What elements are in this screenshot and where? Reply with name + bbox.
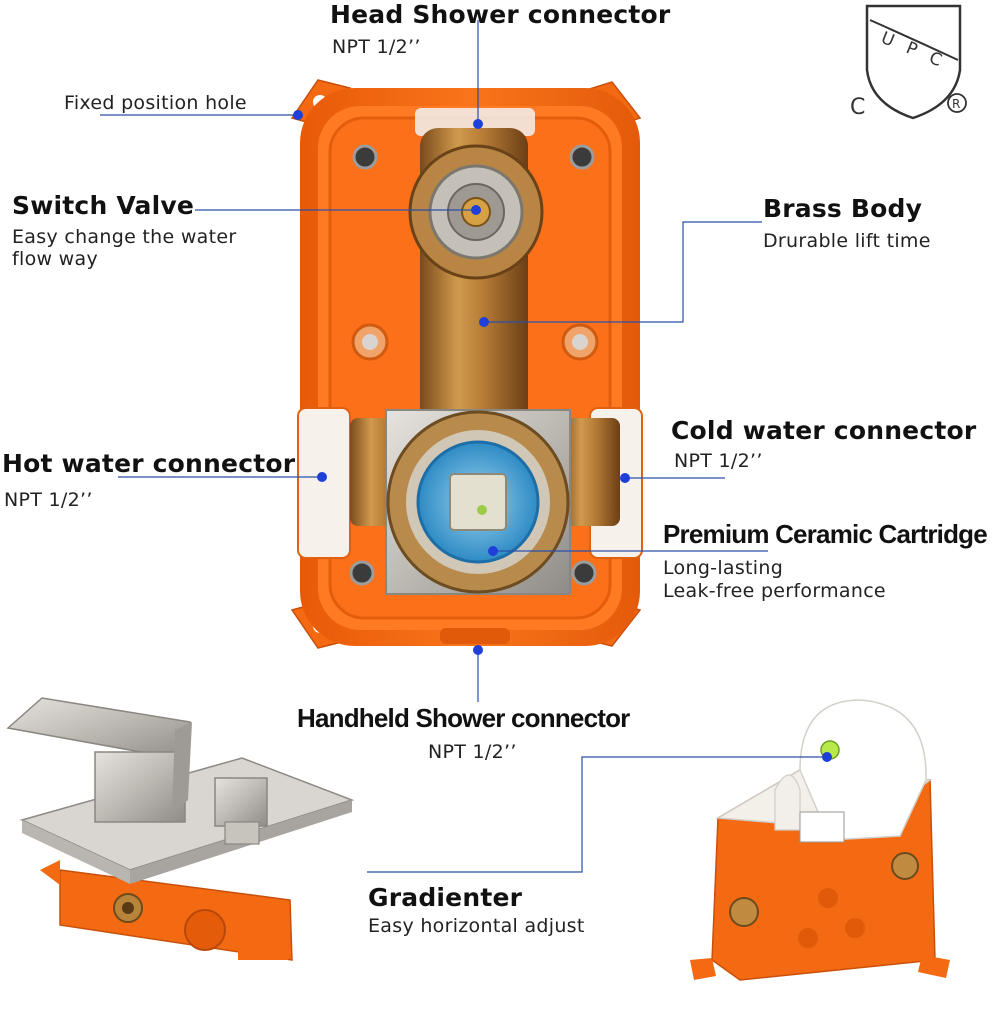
rough-in-box-with-cover [690,699,950,981]
handheld-title: Handheld Shower connector [297,703,630,733]
cold-inlet-pipe [560,418,620,526]
svg-text:U: U [878,28,897,51]
gradienter-desc: Easy horizontal adjust [368,915,585,937]
cartridge-desc-2: Leak-free performance [663,580,886,602]
trim-kit-product [6,697,355,961]
cold-water-spec: NPT 1/2’’ [674,450,763,472]
leader-lines [100,20,827,873]
svg-text:R: R [952,97,960,111]
hot-water-title: Hot water connector [2,449,296,478]
head-shower-spec: NPT 1/2’’ [332,36,421,58]
head-shower-title: Head Shower connector [330,0,671,29]
ceramic-cartridge [385,409,571,595]
gradienter-title: Gradienter [368,883,523,912]
handheld-spec: NPT 1/2’’ [428,741,517,763]
hot-water-port [297,407,351,559]
svg-text:C: C [926,48,945,71]
upc-certification-logo: U P C C R [850,4,967,120]
cartridge-title: Premium Ceramic Cartridge [663,519,988,549]
fixed-hole-title: Fixed position hole [64,92,247,114]
switch-valve-desc-1: Easy change the water [12,226,237,248]
brass-body-title: Brass Body [763,194,923,223]
switch-valve-desc-2: flow way [12,248,98,270]
brass-body-desc: Drurable lift time [763,230,931,252]
cartridge-desc-1: Long-lasting [663,557,784,579]
hot-water-spec: NPT 1/2’’ [4,489,93,511]
svg-text:C: C [850,95,865,120]
cold-water-title: Cold water connector [671,416,977,445]
svg-text:P: P [903,38,920,60]
switch-valve-title: Switch Valve [12,191,195,220]
box-screws [349,144,597,586]
leader-dots [293,110,832,762]
